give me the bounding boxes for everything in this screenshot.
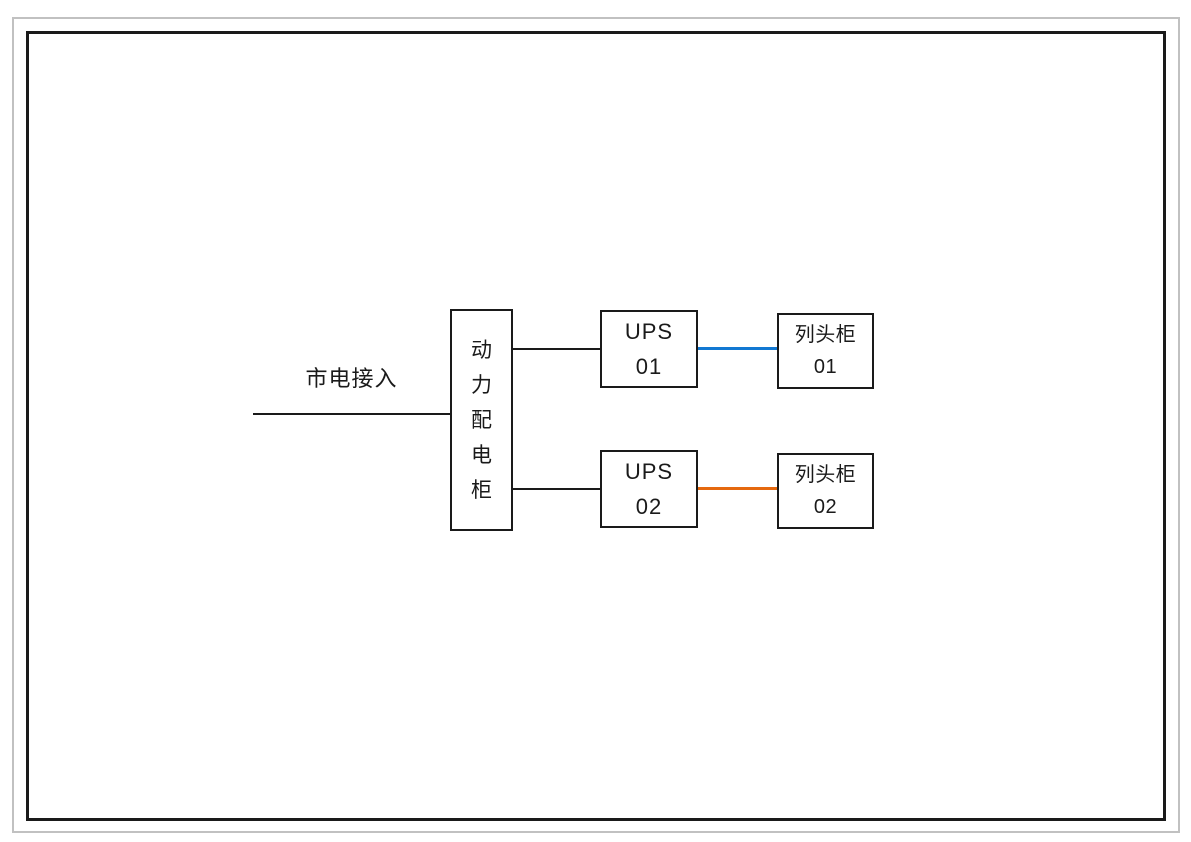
node-row-head-cabinet-02: 列头柜 02: [777, 453, 874, 529]
mains-input-label: 市电接入: [305, 366, 398, 391]
ups02-label-line1: UPS: [624, 459, 674, 484]
node-ups02: UPS 02: [600, 450, 698, 528]
inner-frame: [26, 31, 1166, 821]
edge-distribution-to-ups02: [512, 488, 600, 490]
edge-ups02-to-pdu02-orange: [698, 487, 777, 490]
node-ups01: UPS 01: [600, 310, 698, 388]
ups01-label-line2: 01: [635, 354, 663, 379]
node-distribution-cabinet: 动 力 配 电 柜: [450, 309, 513, 531]
edge-distribution-to-ups01: [512, 348, 600, 350]
ups01-label-line1: UPS: [624, 319, 674, 344]
ups02-label-line2: 02: [635, 494, 663, 519]
outer-frame: [12, 17, 1180, 833]
pdu02-label-line2: 02: [813, 496, 838, 518]
node-row-head-cabinet-01: 列头柜 01: [777, 313, 874, 389]
edge-ups01-to-pdu01-blue: [698, 347, 777, 350]
edge-mains-to-distribution: [253, 413, 450, 415]
pdu02-label-line1: 列头柜: [794, 464, 857, 486]
pdu01-label-line2: 01: [813, 356, 838, 378]
pdu01-label-line1: 列头柜: [794, 324, 857, 346]
distribution-cabinet-label: 动 力 配 电 柜: [471, 338, 492, 502]
